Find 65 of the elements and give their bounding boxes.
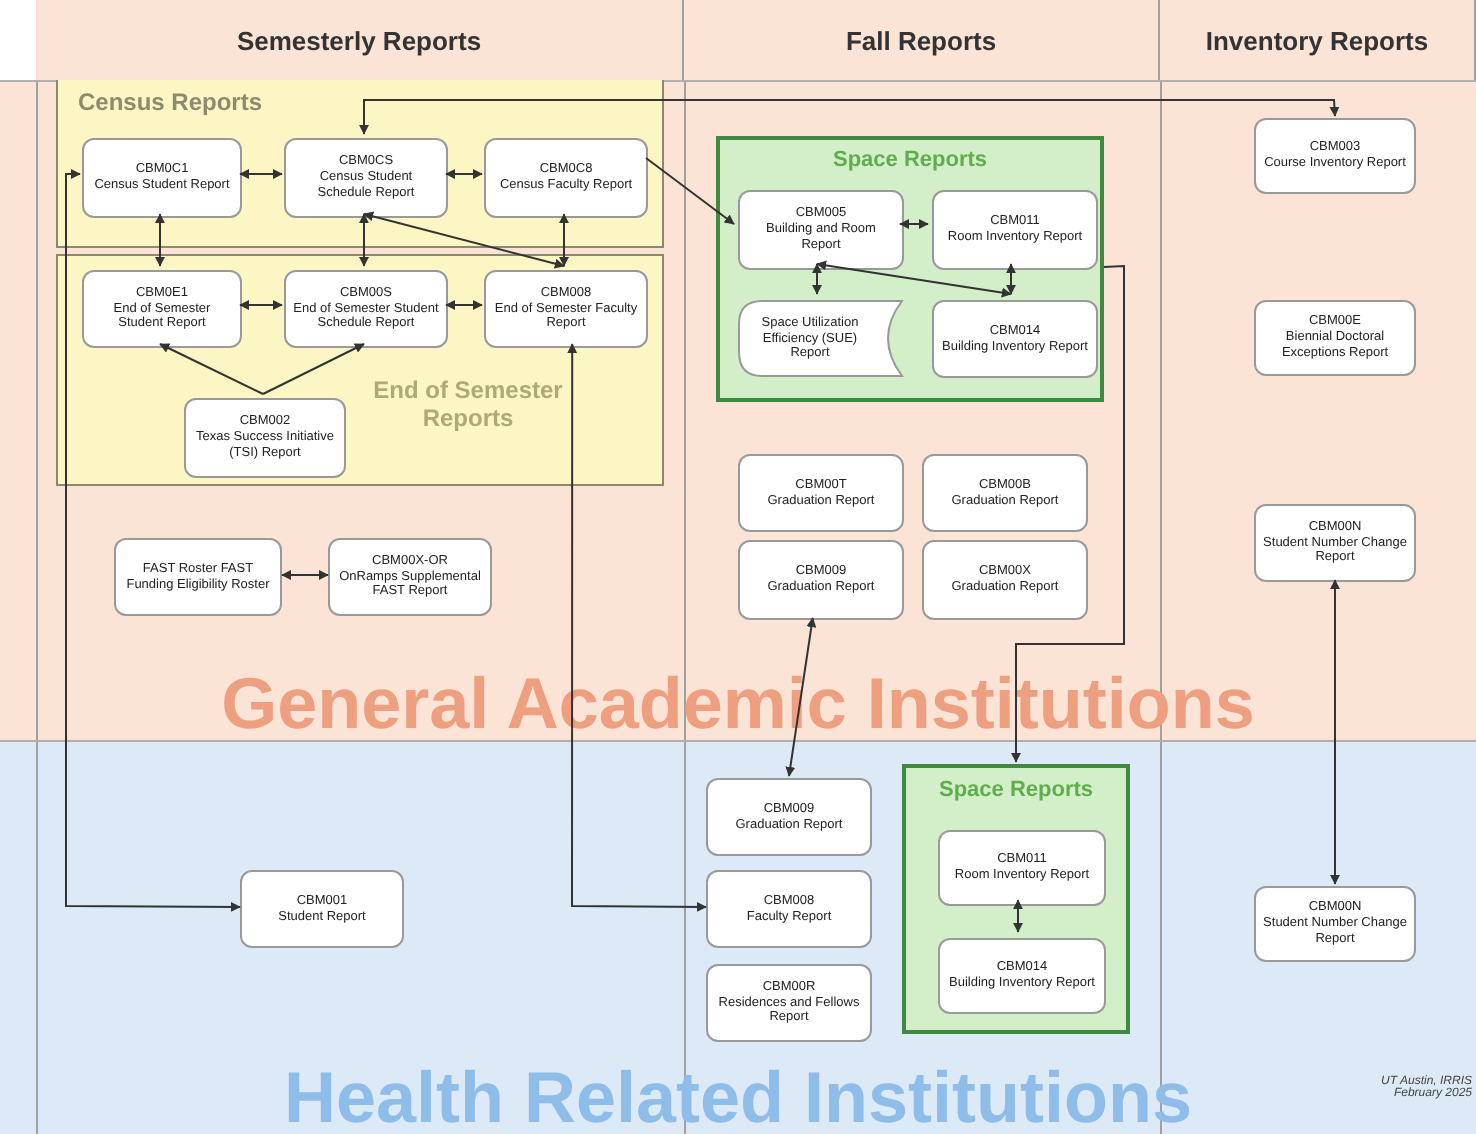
connector-arrow [645, 157, 735, 225]
connector-arrow [155, 213, 165, 267]
report-box [932, 300, 1098, 378]
connector-arrow [239, 300, 283, 310]
lane-title: Semesterly Reports [236, 25, 482, 55]
report-box [284, 270, 448, 348]
connector-arrow [1006, 263, 1016, 295]
report-box [184, 398, 346, 478]
report-box [484, 270, 648, 348]
group-title: Space Reports [936, 778, 1096, 802]
connector-arrow [363, 211, 565, 269]
connector-arrow [445, 169, 483, 179]
report-box [284, 138, 448, 218]
report-box [738, 540, 904, 620]
connector-arrow [159, 343, 264, 395]
group-title: End of Semester Reports [371, 376, 565, 432]
group-panel [902, 764, 1130, 1034]
report-box [484, 138, 648, 218]
report-box [240, 870, 404, 948]
lane-title: Inventory Reports [1205, 25, 1429, 55]
report-box [932, 190, 1098, 270]
connector-arrow [567, 343, 707, 912]
connector-arrow [239, 169, 283, 179]
row-band [0, 80, 1476, 740]
report-box [706, 778, 872, 856]
report-box [738, 454, 904, 532]
connector-arrow [812, 263, 822, 295]
report-box [1254, 886, 1416, 962]
report-box [1254, 504, 1416, 582]
report-box [114, 538, 282, 616]
report-box [938, 938, 1106, 1014]
group-panel [56, 254, 664, 486]
column-lane [1160, 0, 1476, 80]
report-box [706, 964, 872, 1042]
connector-arrow [359, 213, 369, 267]
report-box [706, 870, 872, 948]
connector-arrow [262, 343, 365, 395]
report-box [922, 540, 1088, 620]
report-box [738, 190, 904, 270]
connector-arrow [899, 219, 929, 229]
column-lane [36, 0, 684, 80]
report-box [82, 270, 242, 348]
lane-title: Fall Reports [845, 25, 997, 55]
connector-arrow [816, 260, 1012, 298]
report-box [938, 830, 1106, 906]
document-shape [738, 300, 904, 378]
column-lane [684, 0, 1160, 80]
report-box [922, 454, 1088, 532]
report-box [1254, 300, 1416, 376]
group-title: Census Reports [78, 88, 263, 116]
connector-arrow [281, 570, 329, 580]
connector-arrow [359, 99, 1340, 135]
group-panel [716, 136, 1104, 402]
group-title: Space Reports [830, 148, 990, 172]
group-panel [56, 78, 664, 248]
connector-arrow [1330, 579, 1340, 885]
connector-arrow [1011, 264, 1125, 763]
connector-arrow [445, 300, 483, 310]
connector-arrow [65, 169, 241, 912]
report-box [82, 138, 242, 218]
report-box [328, 538, 492, 616]
report-box [1254, 118, 1416, 194]
row-band [0, 740, 1476, 1134]
connector-arrow [1013, 899, 1023, 933]
connector-arrow [559, 213, 569, 267]
